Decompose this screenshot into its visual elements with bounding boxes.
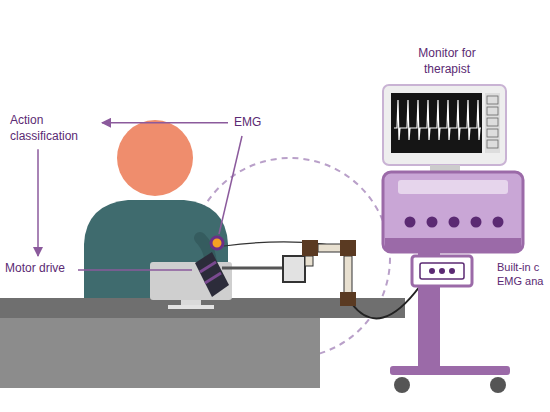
cart-base bbox=[390, 366, 510, 375]
panel-cell bbox=[487, 107, 498, 115]
monitor-panel bbox=[485, 93, 500, 153]
flow-arrow bbox=[102, 122, 228, 124]
flow-step: Action classification bbox=[8, 112, 98, 145]
flow-step: EMG bbox=[232, 114, 263, 132]
robot-joint bbox=[302, 240, 318, 256]
leader-line bbox=[219, 136, 242, 234]
wheel bbox=[394, 377, 410, 393]
robot-link bbox=[318, 244, 342, 252]
waveform bbox=[394, 100, 481, 140]
flow-arrow bbox=[37, 149, 39, 256]
step-label: Motor drive bbox=[5, 261, 65, 277]
robot-link bbox=[344, 256, 352, 294]
analyser-panel bbox=[420, 263, 464, 279]
step-label: Action classification bbox=[10, 113, 96, 144]
monitor-label: Monitor for therapist bbox=[406, 46, 488, 77]
strap bbox=[205, 273, 221, 283]
knob bbox=[427, 217, 438, 228]
robot-joint bbox=[340, 240, 356, 256]
analyser-label: Built-in c EMG ana bbox=[497, 260, 547, 289]
robot-cylinder bbox=[283, 256, 305, 282]
analyser-dot bbox=[449, 268, 455, 274]
emg-sensor bbox=[211, 237, 223, 249]
handle-shaft bbox=[222, 267, 284, 270]
robot-joint bbox=[340, 292, 356, 306]
monitor-frame bbox=[383, 85, 506, 165]
desk-front bbox=[0, 318, 320, 388]
screen-base bbox=[168, 305, 214, 309]
analyser-dot bbox=[429, 268, 435, 274]
wheel bbox=[490, 377, 506, 393]
cart-console bbox=[383, 172, 523, 252]
knob bbox=[471, 217, 482, 228]
knob bbox=[493, 217, 504, 228]
person-head bbox=[117, 120, 193, 196]
panel-cell bbox=[487, 140, 498, 148]
analyser-dot bbox=[439, 268, 445, 274]
gripper bbox=[195, 252, 229, 297]
robot-link bbox=[305, 256, 313, 266]
console-base bbox=[385, 238, 521, 251]
leader-line bbox=[78, 269, 192, 271]
console-knobs bbox=[405, 217, 504, 228]
panel-cell bbox=[487, 96, 498, 104]
waveform-trace bbox=[394, 100, 481, 140]
knob bbox=[449, 217, 460, 228]
cable bbox=[352, 286, 420, 318]
step-label: EMG bbox=[234, 115, 261, 131]
monitor-panel-cells bbox=[487, 96, 498, 148]
panel-cell bbox=[487, 118, 498, 126]
panel-cell bbox=[487, 129, 498, 137]
flow-step: Motor drive bbox=[3, 260, 67, 278]
monitor-screen bbox=[391, 93, 482, 153]
strap bbox=[200, 262, 216, 272]
knob bbox=[405, 217, 416, 228]
console-strip bbox=[398, 180, 508, 194]
emg-analyser-box bbox=[412, 256, 472, 286]
